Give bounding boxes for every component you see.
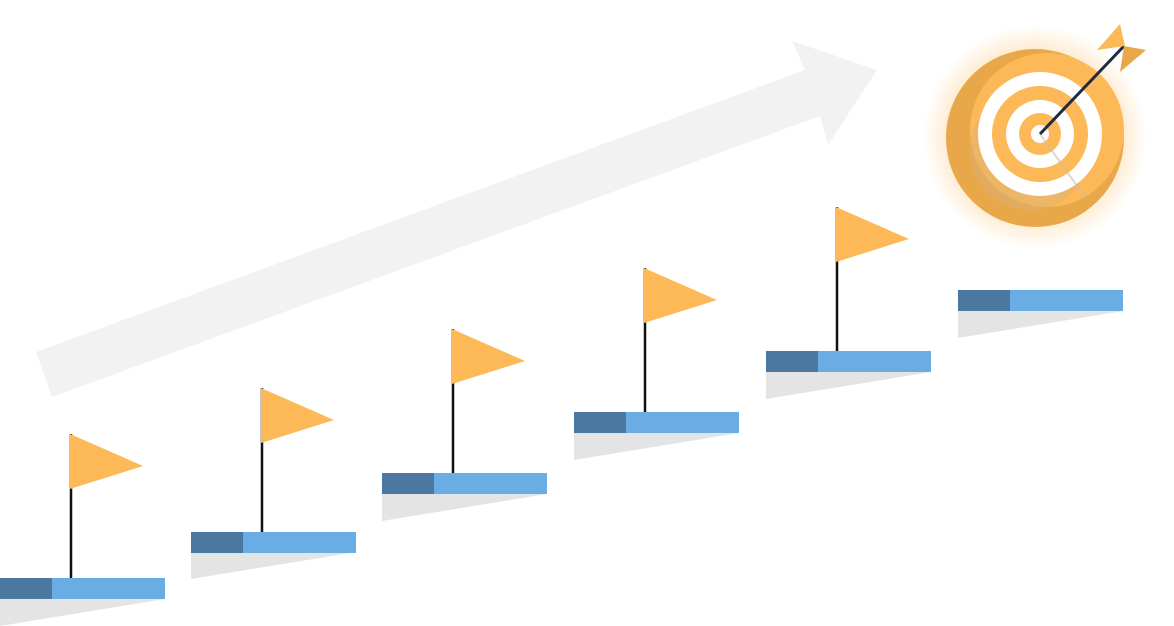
dart-shadow (1039, 133, 1086, 198)
flag-icon (644, 268, 717, 323)
step-top-dark (766, 351, 818, 372)
milestone-flag-3 (451, 329, 525, 473)
step-shadow (191, 552, 356, 579)
dart-fletching-top (1097, 24, 1125, 50)
step-shadow (574, 433, 739, 460)
step-top-dark (0, 578, 52, 599)
milestone-flag-5 (835, 207, 909, 351)
step-shadow (958, 311, 1123, 338)
step-4 (574, 412, 739, 460)
step-top-dark (958, 290, 1010, 311)
flag-icon (836, 207, 909, 262)
dart-shaft (1038, 44, 1126, 136)
step-top-dark (191, 532, 243, 553)
step-5 (766, 351, 931, 399)
flag-icon (261, 388, 334, 443)
step-2 (191, 532, 356, 579)
dart-fletching-bottom (1120, 46, 1146, 72)
step-shadow (382, 494, 547, 521)
flag-icon (70, 434, 143, 489)
step-top-light (818, 351, 931, 372)
step-top-light (1010, 290, 1123, 311)
milestone-flag-1 (69, 434, 143, 578)
step-3 (382, 473, 547, 521)
step-shadow (766, 372, 931, 399)
step-top-light (434, 473, 547, 494)
step-1 (0, 578, 165, 626)
dart-icon (1038, 24, 1146, 136)
milestone-flag-4 (643, 268, 717, 412)
step-shadow (0, 599, 165, 626)
step-6 (958, 290, 1123, 338)
step-top-light (626, 412, 739, 433)
step-top-dark (574, 412, 626, 433)
step-top-light (52, 578, 165, 599)
flag-icon (452, 329, 525, 384)
milestone-flag-2 (260, 388, 334, 532)
step-top-dark (382, 473, 434, 494)
progress-arrow-icon (36, 41, 877, 397)
step-top-light (243, 532, 356, 553)
